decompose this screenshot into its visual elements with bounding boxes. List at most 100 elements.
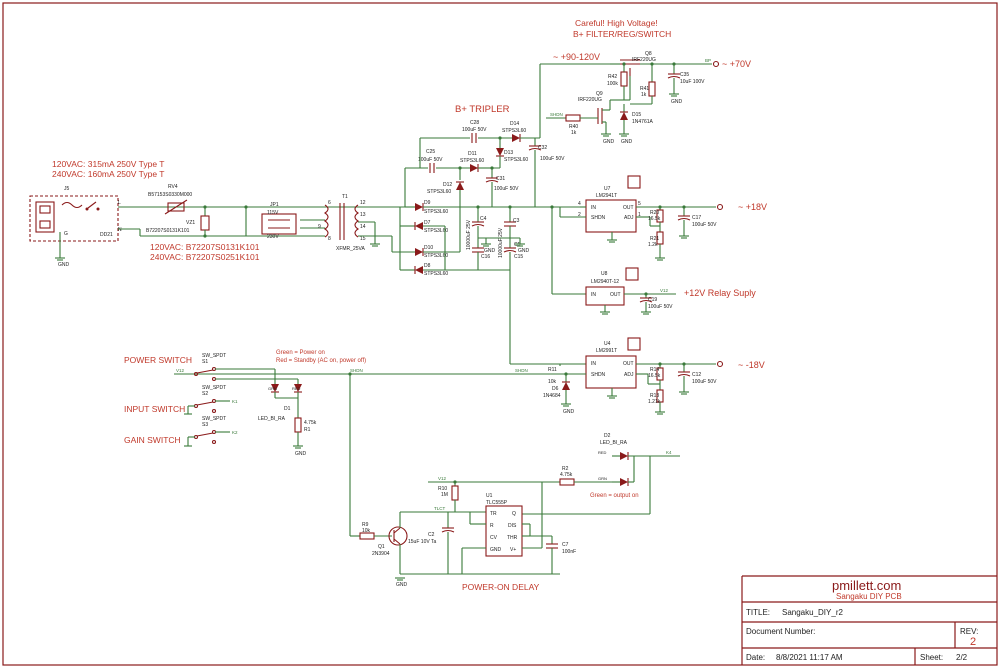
regulator-u8: U8 LM2940T-12 IN OUT [585, 271, 625, 306]
note-fuse-240: 240VAC: 160mA 250V Type T [52, 169, 164, 179]
svg-text:R21: R21 [650, 236, 659, 242]
svg-text:D13: D13 [504, 150, 513, 156]
svg-text:TR: TR [490, 511, 497, 517]
svg-text:SW_SPDT: SW_SPDT [202, 385, 226, 391]
rail-m18: ~ -18V [738, 360, 765, 370]
svg-text:100uF 50V: 100uF 50V [418, 157, 443, 163]
svg-text:D8: D8 [424, 263, 431, 269]
note-mov-240: 240VAC: B72207S0251K101 [150, 252, 260, 262]
svg-text:1k: 1k [571, 130, 577, 136]
note-input-switch: INPUT SWITCH [124, 404, 185, 414]
svg-text:2N3904: 2N3904 [372, 551, 390, 557]
svg-text:4: 4 [578, 201, 581, 207]
cap-c25: C25 100uF 50V [418, 149, 443, 173]
svg-text:R42: R42 [608, 74, 617, 80]
svg-text:T1: T1 [342, 194, 348, 200]
note-led-green: Green = Power on [276, 350, 325, 356]
jumper-jp1: JP1 115V 230V [244, 202, 297, 240]
gnd-j5: GND [55, 257, 70, 268]
svg-text:100uF 50V: 100uF 50V [692, 379, 717, 385]
diode-d13: D13 STPS3L60 [496, 136, 528, 168]
svg-text:B57153S0330M000: B57153S0330M000 [148, 192, 192, 198]
svg-text:Q1: Q1 [378, 544, 385, 550]
svg-text:Q9: Q9 [596, 91, 603, 97]
svg-text:2: 2 [578, 212, 581, 218]
svg-text:10k: 10k [548, 379, 557, 385]
svg-text:RV4: RV4 [168, 184, 178, 190]
svg-text:12: 12 [360, 200, 366, 206]
svg-text:D6: D6 [552, 386, 559, 392]
svg-text:ADJ: ADJ [624, 215, 634, 221]
resistor-r2: R2 4.75k [542, 466, 612, 486]
cap-c4: C4 10000uF 25V [466, 205, 487, 250]
resistor-r42: R42 100k [607, 62, 628, 100]
svg-text:100nF: 100nF [562, 549, 576, 555]
rail-p18: ~ +18V [738, 202, 767, 212]
svg-text:GND: GND [490, 547, 502, 553]
heatsink-u4 [627, 337, 641, 351]
heatsink-u8 [625, 267, 639, 281]
svg-text:D7: D7 [424, 220, 431, 226]
svg-text:RED: RED [292, 386, 301, 391]
svg-text:D14: D14 [510, 121, 519, 127]
svg-text:TLC555P: TLC555P [486, 500, 508, 506]
svg-text:GRN: GRN [598, 476, 607, 481]
svg-text:LED_BI_RA: LED_BI_RA [600, 440, 628, 446]
diode-d12: D12 STPS3L60 [427, 166, 464, 207]
note-power-on-delay: POWER-ON DELAY [462, 582, 540, 592]
svg-text:STPS3L60: STPS3L60 [424, 271, 448, 277]
svg-text:R9: R9 [362, 522, 369, 528]
svg-text:VZ1: VZ1 [186, 220, 195, 226]
svg-text:STPS3L60: STPS3L60 [424, 228, 448, 234]
cap-c5: C5 10000uF 25V C15 [498, 227, 523, 270]
diode-d14: D14 STPS3L60 [502, 121, 526, 142]
net-k4: K4 [666, 450, 672, 455]
terminal-m18 [716, 360, 724, 368]
tb-date-value: 8/8/2021 11:17 AM [776, 653, 843, 662]
svg-text:10uF 100V: 10uF 100V [680, 79, 705, 85]
svg-text:U1: U1 [486, 493, 493, 499]
svg-text:13: 13 [360, 212, 366, 218]
mosfet-q9: Q9 IRF220UG GND [578, 91, 624, 145]
svg-text:K1: K1 [232, 399, 238, 404]
svg-text:LM2940T-12: LM2940T-12 [591, 279, 619, 285]
svg-text:4.75k: 4.75k [560, 472, 573, 478]
svg-text:D12: D12 [443, 182, 452, 188]
cap-c7: C7 100nF [530, 535, 576, 574]
svg-text:STPS3L60: STPS3L60 [502, 128, 526, 134]
switch-s3: SW_SPDT S3 K2 [184, 416, 238, 447]
rail-relay: +12V Relay Suply [684, 288, 756, 298]
tb-title-value: Sangaku_DIY_r2 [782, 608, 843, 617]
svg-text:IN: IN [591, 361, 596, 367]
svg-text:100uF 50V: 100uF 50V [462, 127, 487, 133]
svg-text:100uF 50V: 100uF 50V [692, 222, 717, 228]
svg-text:SHDN: SHDN [591, 372, 606, 378]
resistor-r40: R40 1k [565, 114, 581, 136]
svg-text:100uF 50V: 100uF 50V [648, 304, 673, 310]
svg-text:R13: R13 [650, 393, 659, 399]
resistor-r9: R9 10k [350, 522, 392, 540]
note-led-red: Red = Standby (AC on, power off) [276, 358, 366, 364]
switch-s1: SW_SPDT S1 [193, 353, 226, 382]
cap-c17: C17 100uF 50V [677, 205, 717, 239]
svg-text:V+: V+ [510, 547, 516, 553]
resistor-r21: R21 1.2k [648, 231, 665, 261]
resistor-r14: R14 16.5k [647, 362, 664, 390]
svg-text:K2: K2 [232, 430, 238, 435]
svg-text:100uF 50V: 100uF 50V [494, 186, 519, 192]
svg-text:R40: R40 [569, 124, 578, 130]
svg-text:OUT: OUT [610, 292, 621, 298]
cap-c12: C12 100uF 50V [677, 362, 717, 395]
svg-text:STPS3L60: STPS3L60 [504, 157, 528, 163]
led-d2: D2 LED_BI_RA RED GRN [598, 433, 650, 486]
net-shdn-hv: SHDN [550, 112, 563, 117]
svg-text:1N4684: 1N4684 [543, 393, 561, 399]
svg-text:1: 1 [638, 212, 641, 218]
svg-text:1.21k: 1.21k [648, 399, 661, 405]
svg-text:115V: 115V [267, 210, 279, 216]
svg-text:STPS3L60: STPS3L60 [427, 189, 451, 195]
note-mov-120: 120VAC: B72207S0131K101 [150, 242, 260, 252]
title-block: pmillett.com Sangaku DIY PCB TITLE: Sang… [741, 575, 997, 665]
svg-text:D11: D11 [468, 151, 477, 157]
